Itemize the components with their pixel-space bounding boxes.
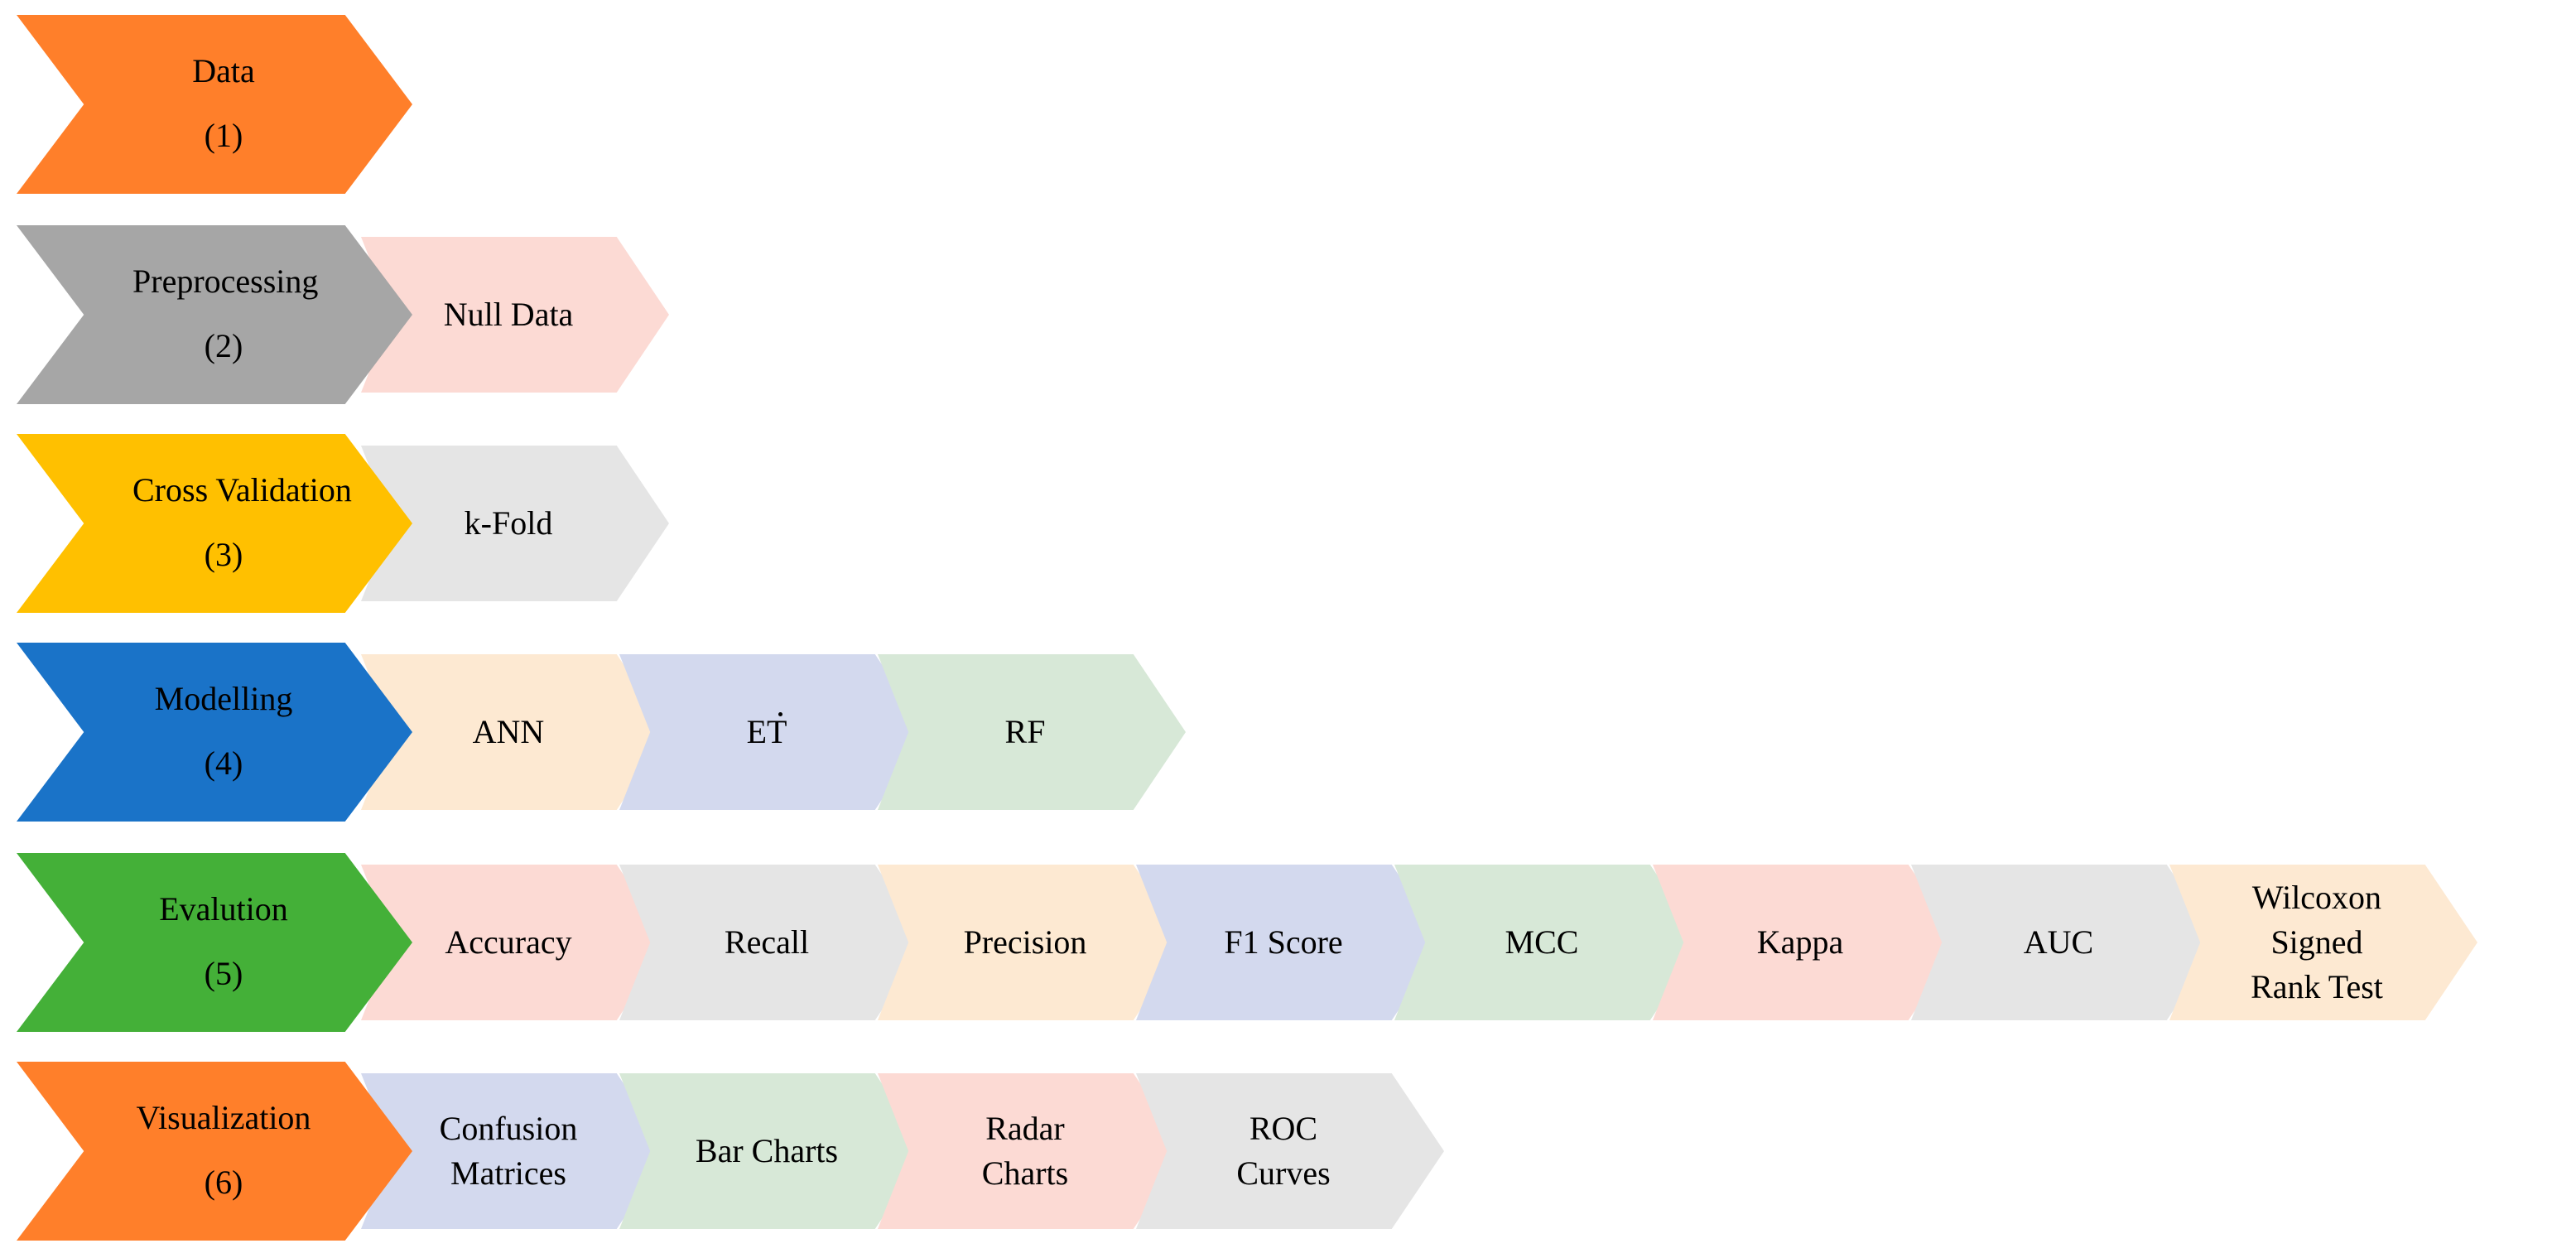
substep-label: F1 Score: [1224, 923, 1343, 961]
stage-number: (5): [204, 955, 243, 992]
stage-title: Evalution: [159, 890, 288, 928]
substep-label: Confusion Matrices: [439, 1110, 578, 1192]
stage-number: (3): [204, 536, 243, 573]
substep-label: RF: [1004, 713, 1046, 750]
stage-title: Visualization: [136, 1099, 311, 1136]
substep-chevron: Precision: [878, 865, 1186, 1020]
substep-chevron: MCC: [1394, 865, 1702, 1020]
substep-chevron: ANN: [361, 654, 669, 810]
substep-chevron: RF: [878, 654, 1186, 810]
pipeline-row: Confusion Matrices Bar Charts Radar Charts…: [0, 1062, 2576, 1244]
stage-chevron: Cross Validation (3): [17, 434, 412, 613]
stage-chevron: Visualization (6): [17, 1062, 412, 1241]
substep-chevron: ET: [619, 654, 927, 810]
substep-chevron: Wilcoxon Signed Rank Test: [2169, 865, 2477, 1020]
substep-chevron: k-Fold: [361, 446, 669, 601]
stage-chevron: Modelling (4): [17, 643, 412, 822]
substep-chevron: Null Data: [361, 237, 669, 393]
substep-label: Radar Charts: [981, 1110, 1069, 1192]
stage-chevron: Data (1): [17, 15, 412, 194]
substep-chevron: Confusion Matrices: [361, 1073, 669, 1229]
substep-label: ANN: [472, 713, 545, 750]
stage-chevron: Preprocessing (2): [17, 225, 412, 404]
stray-dot: [778, 712, 782, 716]
stage-chevron: Evalution (5): [17, 853, 412, 1032]
stage-number: (6): [204, 1164, 243, 1201]
substep-label: Null Data: [443, 296, 574, 333]
substep-chevron: Kappa: [1653, 865, 1961, 1020]
substep-label: Kappa: [1756, 923, 1844, 961]
stage-number: (1): [204, 117, 243, 154]
substep-label: Accuracy: [445, 923, 572, 961]
substep-label: Recall: [724, 923, 810, 961]
substep-label: Bar Charts: [695, 1132, 839, 1169]
pipeline-row: k-Fold Cross Validation (3): [0, 434, 2576, 616]
stage-number: (2): [204, 327, 243, 364]
substep-chevron: ROC Curves: [1136, 1073, 1444, 1229]
pipeline-row: Data (1): [0, 15, 2576, 197]
substep-chevron: F1 Score: [1136, 865, 1444, 1020]
substep-label: Wilcoxon Signed Rank Test: [2251, 879, 2383, 1005]
substep-chevron: Recall: [619, 865, 927, 1020]
substep-label: MCC: [1505, 923, 1579, 961]
stage-title: Modelling: [154, 680, 293, 717]
substep-label: Precision: [963, 923, 1087, 961]
pipeline-row: ANN ET RF Modelling (4): [0, 643, 2576, 825]
substep-label: ET: [746, 713, 787, 750]
substep-label: k-Fold: [464, 504, 553, 542]
substep-label: AUC: [2023, 923, 2094, 961]
stage-title: Cross Validation: [132, 471, 352, 508]
substep-label: ROC Curves: [1236, 1110, 1331, 1192]
substep-chevron: AUC: [1911, 865, 2219, 1020]
stage-title: Data: [192, 52, 255, 89]
substep-chevron: Accuracy: [361, 865, 669, 1020]
pipeline-row: Accuracy Recall Precision F1 Score MCC Kappa A…: [0, 853, 2576, 1035]
substep-chevron: Bar Charts: [619, 1073, 927, 1229]
substep-chevron: Radar Charts: [878, 1073, 1186, 1229]
stage-title: Preprocessing: [132, 263, 319, 300]
stage-number: (4): [204, 745, 243, 782]
pipeline-row: Null Data Preprocessing (2): [0, 225, 2576, 407]
